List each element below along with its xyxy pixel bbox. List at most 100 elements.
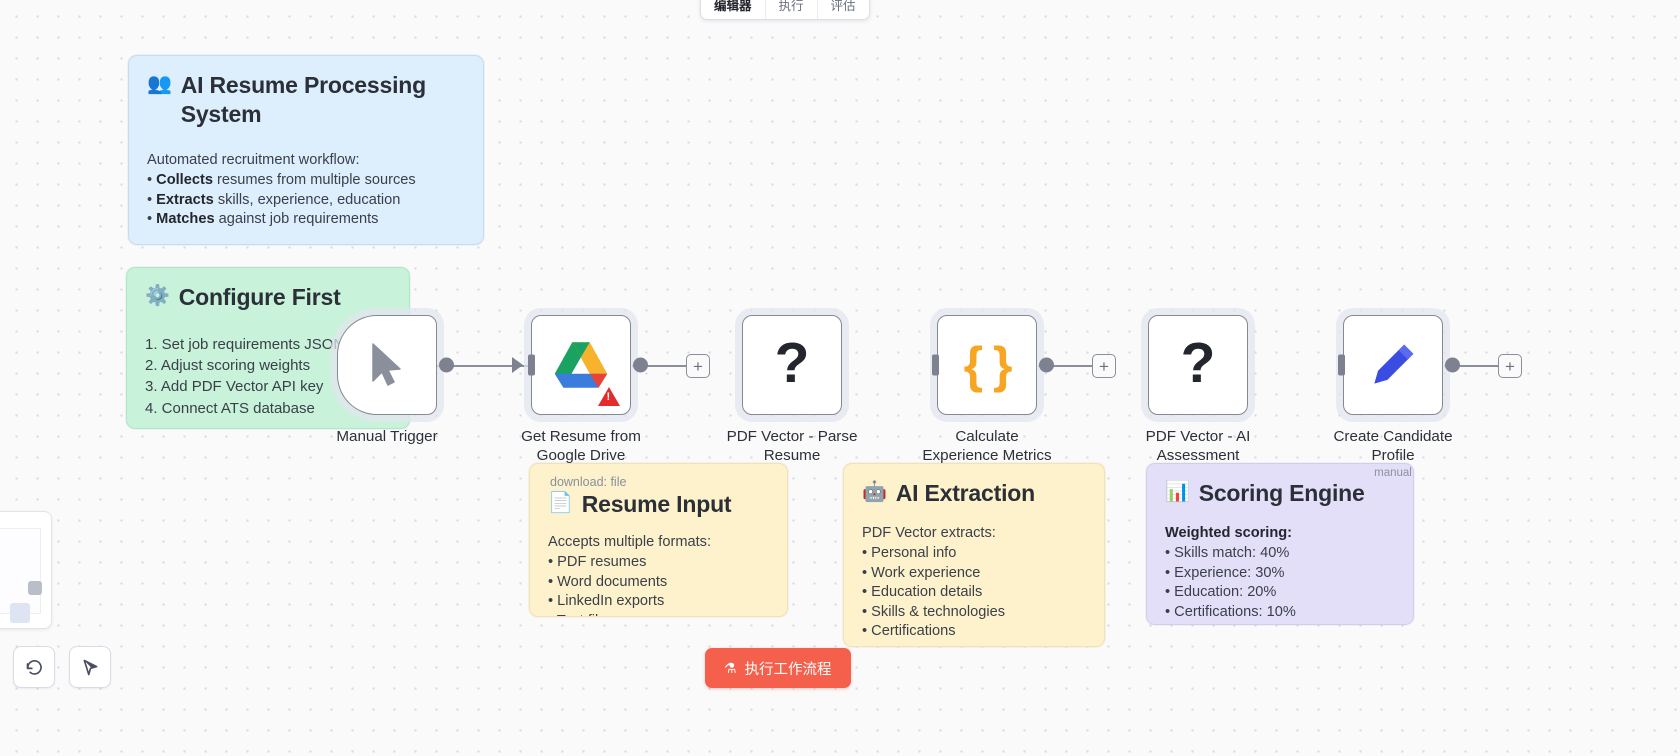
input-endpoint[interactable] bbox=[1338, 354, 1345, 376]
sticky-title-text: Configure First bbox=[178, 284, 341, 310]
sticky-note-scoring-engine[interactable]: 📊 Scoring Engine Weighted scoring: • Ski… bbox=[1146, 463, 1414, 625]
tab-editor[interactable]: 编辑器 bbox=[701, 0, 766, 19]
note-subtitle: download: file bbox=[550, 475, 627, 489]
note-lead: Automated recruitment workflow: bbox=[147, 151, 360, 168]
sticky-title-text: Resume Input bbox=[581, 491, 732, 517]
node-label: PDF Vector - Parse Resume bbox=[726, 428, 858, 465]
list-item: • Text files bbox=[548, 612, 769, 616]
minimap-viewport[interactable] bbox=[0, 528, 42, 623]
list-item: 4. Connect ATS database bbox=[145, 399, 315, 417]
list-item: 1. Set job requirements JSON bbox=[145, 335, 345, 353]
node-box[interactable]: ? bbox=[742, 315, 842, 415]
list-item: • LinkedIn exports bbox=[548, 593, 665, 610]
node-label: Calculate Experience Metrics bbox=[922, 428, 1052, 465]
minimap-node bbox=[10, 603, 30, 623]
list-item: • Work experience bbox=[862, 564, 981, 581]
tidy-up-icon bbox=[83, 659, 97, 675]
tab-executions[interactable]: 执行 bbox=[766, 0, 818, 19]
node-sublabel: manual bbox=[1374, 466, 1412, 479]
document-icon: 📄 bbox=[548, 492, 573, 514]
list-item: • Collects resumes from multiple sources bbox=[147, 172, 416, 189]
node-get-resume-from-google-drive[interactable]: Get Resume from Google Drive bbox=[510, 315, 652, 466]
node-pdf-vector-parse-resume[interactable]: ? PDF Vector - Parse Resume bbox=[721, 315, 863, 466]
connection-profile-to-plus bbox=[1444, 365, 1500, 368]
node-label: Manual Trigger bbox=[336, 428, 438, 445]
list-item: • Experience: 30% bbox=[1165, 564, 1285, 581]
sticky-note-overview[interactable]: 👥 AI Resume Processing System Automated … bbox=[128, 55, 484, 245]
output-endpoint[interactable] bbox=[1445, 357, 1460, 373]
list-item: • Skills & technologies bbox=[862, 603, 1006, 620]
list-item: • Education details bbox=[862, 584, 983, 601]
connection-drive-to-plus bbox=[632, 365, 688, 368]
sticky-title: 👥 AI Resume Processing System bbox=[147, 71, 465, 129]
list-item: • PDF resumes bbox=[548, 554, 647, 571]
sticky-title-text: AI Resume Processing System bbox=[180, 72, 426, 127]
sticky-note-ai-extraction[interactable]: 🤖 AI Extraction PDF Vector extracts: • P… bbox=[843, 463, 1105, 647]
node-box[interactable] bbox=[337, 315, 454, 415]
connection-metrics-to-plus bbox=[1038, 365, 1094, 368]
warning-icon[interactable] bbox=[598, 387, 620, 406]
node-box[interactable] bbox=[512, 315, 648, 415]
list-item: • Matches against job requirements bbox=[147, 211, 379, 228]
execute-workflow-button[interactable]: ⚗ 执行工作流程 bbox=[705, 648, 851, 688]
code-braces-icon: { } bbox=[963, 337, 1013, 393]
execute-workflow-label: 执行工作流程 bbox=[744, 661, 832, 678]
people-icon: 👥 bbox=[147, 73, 172, 95]
connection-trigger-to-drive bbox=[436, 365, 532, 368]
sticky-title-text: Scoring Engine bbox=[1198, 480, 1365, 506]
sticky-title: 📊 Scoring Engine bbox=[1165, 479, 1395, 508]
node-box[interactable] bbox=[1338, 315, 1460, 415]
input-arrow-icon bbox=[512, 357, 523, 373]
sticky-title-text: AI Extraction bbox=[895, 480, 1035, 506]
node-label: PDF Vector - AI Assessment bbox=[1145, 428, 1251, 465]
editor-tabs[interactable]: 编辑器 执行 评估 bbox=[700, 0, 870, 20]
output-endpoint[interactable] bbox=[439, 357, 454, 373]
list-item: • Certifications bbox=[862, 623, 956, 640]
tab-evaluations[interactable]: 评估 bbox=[830, 0, 856, 13]
sticky-body: 1. Set job requirements JSON 2. Adjust s… bbox=[145, 334, 391, 419]
note-lead: PDF Vector extracts: bbox=[862, 524, 996, 541]
bar-chart-icon: 📊 bbox=[1165, 481, 1190, 503]
list-item: • Skills match: 40% bbox=[1165, 545, 1290, 562]
sticky-title: ⚙️ Configure First bbox=[145, 283, 391, 312]
flask-icon: ⚗ bbox=[724, 660, 737, 676]
sticky-body: Accepts multiple formats: • PDF resumes … bbox=[548, 533, 769, 616]
sticky-note-resume-input[interactable]: download: file 📄 Resume Input Accepts mu… bbox=[529, 463, 788, 617]
list-item: • Certifications: 10% bbox=[1165, 603, 1296, 620]
minimap-panel[interactable] bbox=[0, 511, 52, 629]
node-label: Get Resume from Google Drive bbox=[521, 428, 641, 465]
question-mark-icon: ? bbox=[774, 331, 810, 395]
node-box[interactable]: { } bbox=[932, 315, 1054, 415]
list-item: • Personal info bbox=[862, 545, 957, 562]
question-mark-icon: ? bbox=[1180, 331, 1216, 395]
sticky-body: PDF Vector extracts: • Personal info • W… bbox=[862, 524, 1086, 642]
input-endpoint[interactable] bbox=[932, 354, 939, 376]
node-pdf-vector-ai-assessment[interactable]: ? PDF Vector - AI Assessment bbox=[1127, 315, 1269, 466]
add-node-button[interactable]: + bbox=[1092, 354, 1116, 378]
node-calculate-experience-metrics[interactable]: { } Calculate Experience Metrics bbox=[916, 315, 1058, 466]
sticky-body: Automated recruitment workflow: • Collec… bbox=[147, 151, 465, 230]
note-lead: Weighted scoring: bbox=[1165, 524, 1293, 541]
google-drive-icon bbox=[554, 342, 608, 388]
list-item: • Extracts skills, experience, education bbox=[147, 191, 401, 208]
node-box[interactable]: ? bbox=[1148, 315, 1248, 415]
list-item: 2. Adjust scoring weights bbox=[145, 357, 311, 375]
sticky-title: 🤖 AI Extraction bbox=[862, 479, 1086, 508]
list-item: • Education: 20% bbox=[1165, 584, 1277, 601]
output-endpoint[interactable] bbox=[633, 357, 648, 373]
gear-icon: ⚙️ bbox=[145, 285, 170, 307]
node-manual-trigger[interactable]: Manual Trigger bbox=[316, 315, 458, 446]
add-node-button[interactable]: + bbox=[1498, 354, 1522, 378]
cursor-icon bbox=[372, 343, 401, 386]
pencil-icon bbox=[1374, 344, 1414, 384]
node-create-candidate-profile[interactable]: Create Candidate Profile manual bbox=[1322, 315, 1464, 479]
list-item: 3. Add PDF Vector API key bbox=[145, 378, 324, 396]
output-endpoint[interactable] bbox=[1039, 357, 1054, 373]
undo-icon bbox=[26, 659, 42, 675]
add-node-button[interactable]: + bbox=[686, 354, 710, 378]
tidy-up-button[interactable] bbox=[69, 646, 111, 688]
undo-button[interactable] bbox=[13, 646, 55, 688]
input-endpoint[interactable] bbox=[528, 354, 535, 376]
minimap-node bbox=[28, 581, 42, 595]
